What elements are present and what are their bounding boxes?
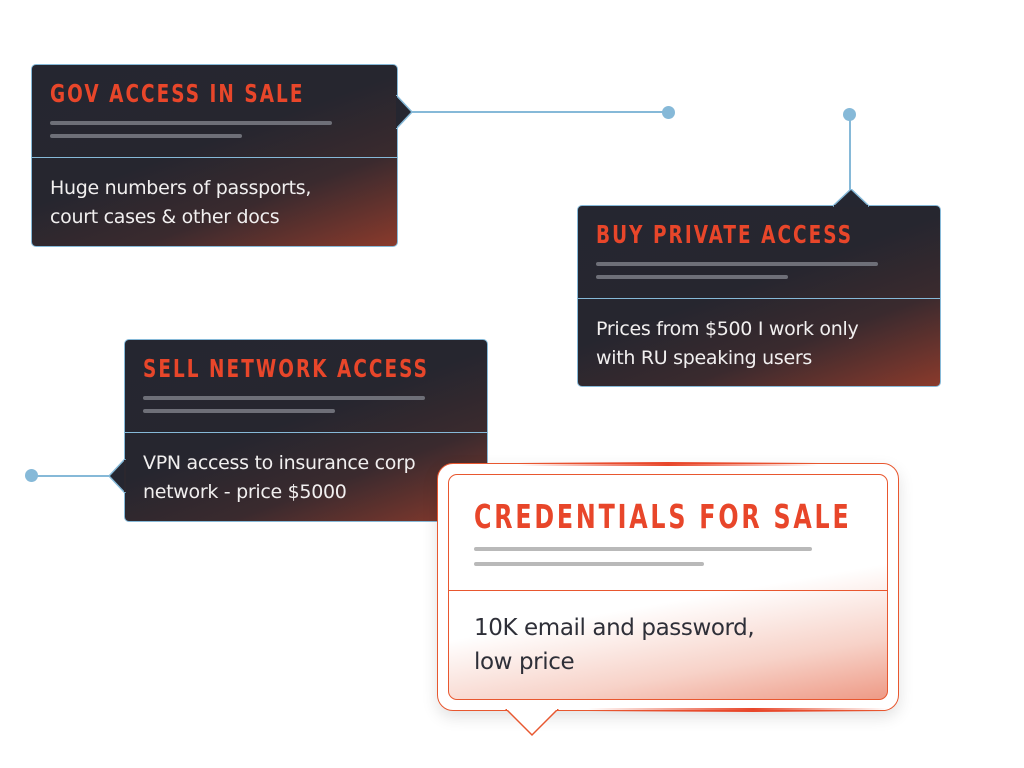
placeholder-line	[50, 134, 242, 138]
placeholder-line	[596, 262, 878, 266]
placeholder-line	[474, 547, 812, 551]
card-title: CREDENTIALS FOR SALE	[474, 497, 852, 536]
connector-line-private	[849, 114, 851, 190]
placeholder-line	[143, 409, 335, 413]
card-title: SELL NETWORK ACCESS	[143, 354, 429, 383]
card-description: Prices from $500 I work only with RU spe…	[596, 318, 859, 369]
glow-accent	[588, 708, 888, 712]
placeholder-line	[50, 121, 332, 125]
card-title: GOV ACCESS IN SALE	[50, 79, 305, 108]
glow-accent	[518, 462, 818, 466]
connector-line-gov	[412, 111, 668, 113]
card-credentials-for-sale: CREDENTIALS FOR SALE 10K email and passw…	[437, 462, 899, 737]
connector-line-network	[32, 475, 112, 477]
card-pointer-down	[505, 709, 559, 737]
placeholder-line	[596, 275, 788, 279]
card-private-access: BUY PRIVATE ACCESS Prices from $500 I wo…	[577, 189, 941, 387]
card-description: Huge numbers of passports, court cases &…	[50, 177, 312, 228]
placeholder-line	[143, 396, 425, 400]
connector-dot-gov	[662, 106, 675, 119]
card-network-access: SELL NETWORK ACCESS VPN access to insura…	[108, 339, 488, 522]
card-description: VPN access to insurance corp network - p…	[143, 452, 416, 503]
card-pointer-right	[396, 95, 414, 129]
connector-dot-network	[25, 469, 38, 482]
connector-dot-private	[843, 108, 856, 121]
card-pointer-left	[108, 459, 126, 493]
card-pointer-up	[833, 189, 869, 207]
card-gov-access: GOV ACCESS IN SALE Huge numbers of passp…	[31, 64, 414, 247]
placeholder-line	[474, 562, 704, 566]
card-description: 10K email and password, low price	[474, 615, 755, 675]
card-title: BUY PRIVATE ACCESS	[596, 220, 854, 249]
